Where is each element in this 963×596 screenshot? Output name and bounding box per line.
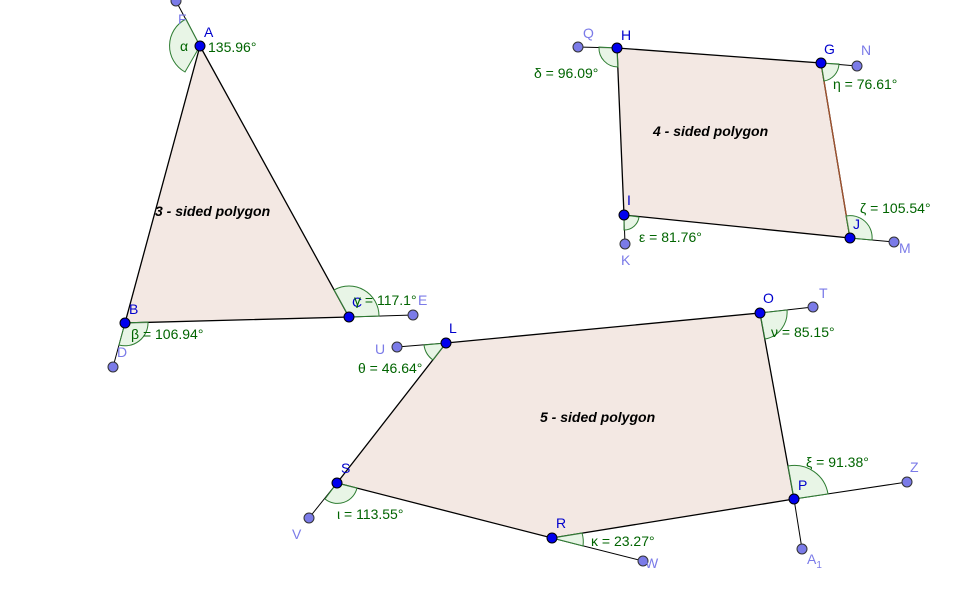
point-L[interactable] xyxy=(440,337,452,349)
label-point-B: B xyxy=(129,301,138,317)
label-angle-kappa: κ = 23.27° xyxy=(591,533,655,549)
angle-arc-alpha xyxy=(169,18,201,73)
label-triangle: 3 - sided polygon xyxy=(155,203,270,219)
point-A[interactable] xyxy=(194,40,206,52)
label-angle-beta: β = 106.94° xyxy=(131,326,203,342)
angle-arc-xi xyxy=(787,464,829,500)
pentagon-LOPRS[interactable] xyxy=(335,312,795,539)
angle-arc-nu xyxy=(759,309,788,340)
point-H[interactable] xyxy=(611,42,623,54)
label-point-S: S xyxy=(341,460,350,476)
label-point-E: E xyxy=(418,292,427,308)
angle-arc-iota xyxy=(324,482,358,504)
label-point-T: T xyxy=(819,285,828,301)
point-W[interactable] xyxy=(637,555,649,567)
label-point-O: O xyxy=(763,290,774,306)
label-angle-zeta: ζ = 105.54° xyxy=(860,200,931,216)
label-point-K: K xyxy=(621,252,631,268)
label-point-I: I xyxy=(627,192,631,208)
point-K[interactable] xyxy=(619,238,631,250)
point-F[interactable] xyxy=(170,0,182,7)
point-A1[interactable] xyxy=(796,543,808,555)
label-point-D: D xyxy=(117,344,127,360)
angle-arc-eta xyxy=(820,62,840,82)
label-point-Z: Z xyxy=(910,459,919,475)
point-D[interactable] xyxy=(107,361,119,373)
label-point-W: W xyxy=(645,555,659,571)
label-point-V: V xyxy=(292,526,302,542)
label-point-C: C xyxy=(352,294,362,310)
point-Z[interactable] xyxy=(901,476,913,488)
point-S[interactable] xyxy=(331,477,343,489)
label-angle-gamma: γ = 117.1° xyxy=(354,292,417,308)
point-G[interactable] xyxy=(815,57,827,69)
angle-arc-kappa xyxy=(551,532,584,547)
point-P[interactable] xyxy=(788,493,800,505)
label-angle-nu: ν = 85.15° xyxy=(771,324,835,340)
point-O[interactable] xyxy=(754,307,766,319)
point-M[interactable] xyxy=(888,236,900,248)
edge-G-J xyxy=(820,62,851,239)
label-point-H: H xyxy=(621,27,631,43)
point-C[interactable] xyxy=(343,311,355,323)
label-point-A: A xyxy=(204,24,214,40)
point-T[interactable] xyxy=(807,301,819,313)
point-B[interactable] xyxy=(119,317,131,329)
point-R[interactable] xyxy=(546,532,558,544)
label-angle-alpha-symbol: α xyxy=(180,38,188,54)
label-angle-theta: θ = 46.64° xyxy=(358,360,422,376)
point-J[interactable] xyxy=(844,232,856,244)
angle-arc-gamma xyxy=(333,285,380,318)
label-point-A1: A1 xyxy=(807,551,822,571)
extension-P-A1 xyxy=(793,498,803,550)
point-I[interactable] xyxy=(618,209,630,221)
point-Q[interactable] xyxy=(572,41,584,53)
label-angle-iota: ι = 113.55° xyxy=(337,506,403,522)
label-quadrilateral: 4 - sided polygon xyxy=(652,123,768,139)
point-V[interactable] xyxy=(303,512,315,524)
label-angle-xi: ξ = 91.38° xyxy=(806,454,869,470)
label-point-F: F xyxy=(178,11,187,27)
point-N[interactable] xyxy=(851,60,863,72)
point-E[interactable] xyxy=(407,309,419,321)
label-point-R: R xyxy=(556,515,566,531)
label-angle-alpha-value: 135.96° xyxy=(208,39,256,55)
angle-arc-theta xyxy=(423,342,448,361)
label-point-L: L xyxy=(449,320,457,336)
label-point-Q: Q xyxy=(583,25,594,41)
label-pentagon: 5 - sided polygon xyxy=(540,409,655,425)
label-point-P: P xyxy=(798,477,807,493)
label-angle-epsilon: ε = 81.76° xyxy=(639,229,702,245)
label-angle-eta: η = 76.61° xyxy=(833,76,897,92)
point-U[interactable] xyxy=(391,341,403,353)
label-angle-delta: δ = 96.09° xyxy=(534,65,598,81)
triangle-ABC[interactable] xyxy=(124,44,351,324)
label-point-U: U xyxy=(375,341,385,357)
label-point-G: G xyxy=(824,41,835,57)
label-point-J: J xyxy=(853,216,860,232)
quadrilateral-HGJI[interactable] xyxy=(616,47,851,239)
label-point-N: N xyxy=(861,42,871,58)
label-point-M: M xyxy=(899,240,911,256)
